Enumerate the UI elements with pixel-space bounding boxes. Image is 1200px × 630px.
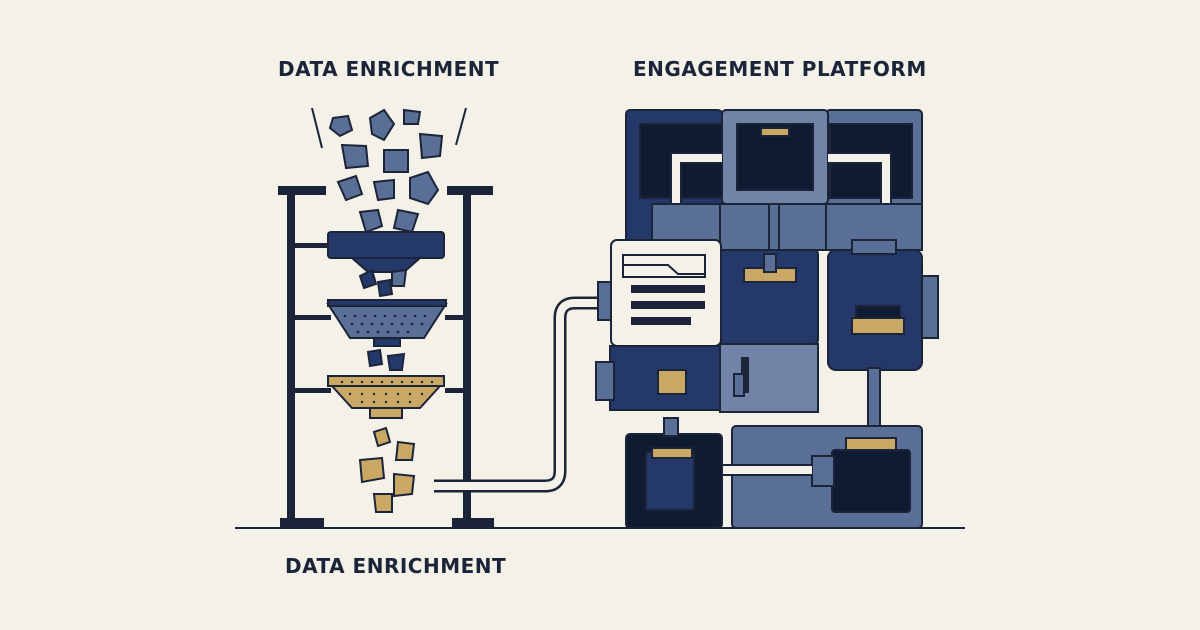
frame-arm-mid	[295, 315, 331, 320]
connector-pipe-icon	[434, 296, 600, 493]
frame-arm-top	[295, 243, 331, 248]
frame-arm-mid-right	[445, 315, 463, 320]
caption-data-enrichment-bottom: DATA ENRICHMENT	[285, 554, 507, 578]
frame-foot-left	[280, 518, 324, 528]
refined-data-shapes	[358, 426, 416, 513]
processing-machine-icon	[278, 107, 494, 528]
title-data-enrichment-top: DATA ENRICHMENT	[278, 57, 500, 81]
title-engagement-platform: ENGAGEMENT PLATFORM	[633, 57, 927, 81]
frame-foot-right	[452, 518, 494, 528]
frame-cap-right	[447, 186, 493, 195]
engagement-platform-icon	[595, 109, 939, 529]
input-line-right	[455, 107, 467, 146]
frame-arm-low-right	[445, 388, 463, 393]
frame-post-right	[463, 192, 471, 528]
filter-icon	[327, 375, 445, 419]
frame-post-left	[287, 192, 295, 528]
raw-data-shapes	[328, 108, 444, 234]
sieve-icon	[326, 299, 448, 371]
document-icon	[597, 239, 722, 347]
frame-cap-left	[278, 186, 326, 195]
funnel-icon	[327, 231, 445, 298]
frame-arm-low	[295, 388, 331, 393]
input-line-left	[311, 107, 323, 149]
